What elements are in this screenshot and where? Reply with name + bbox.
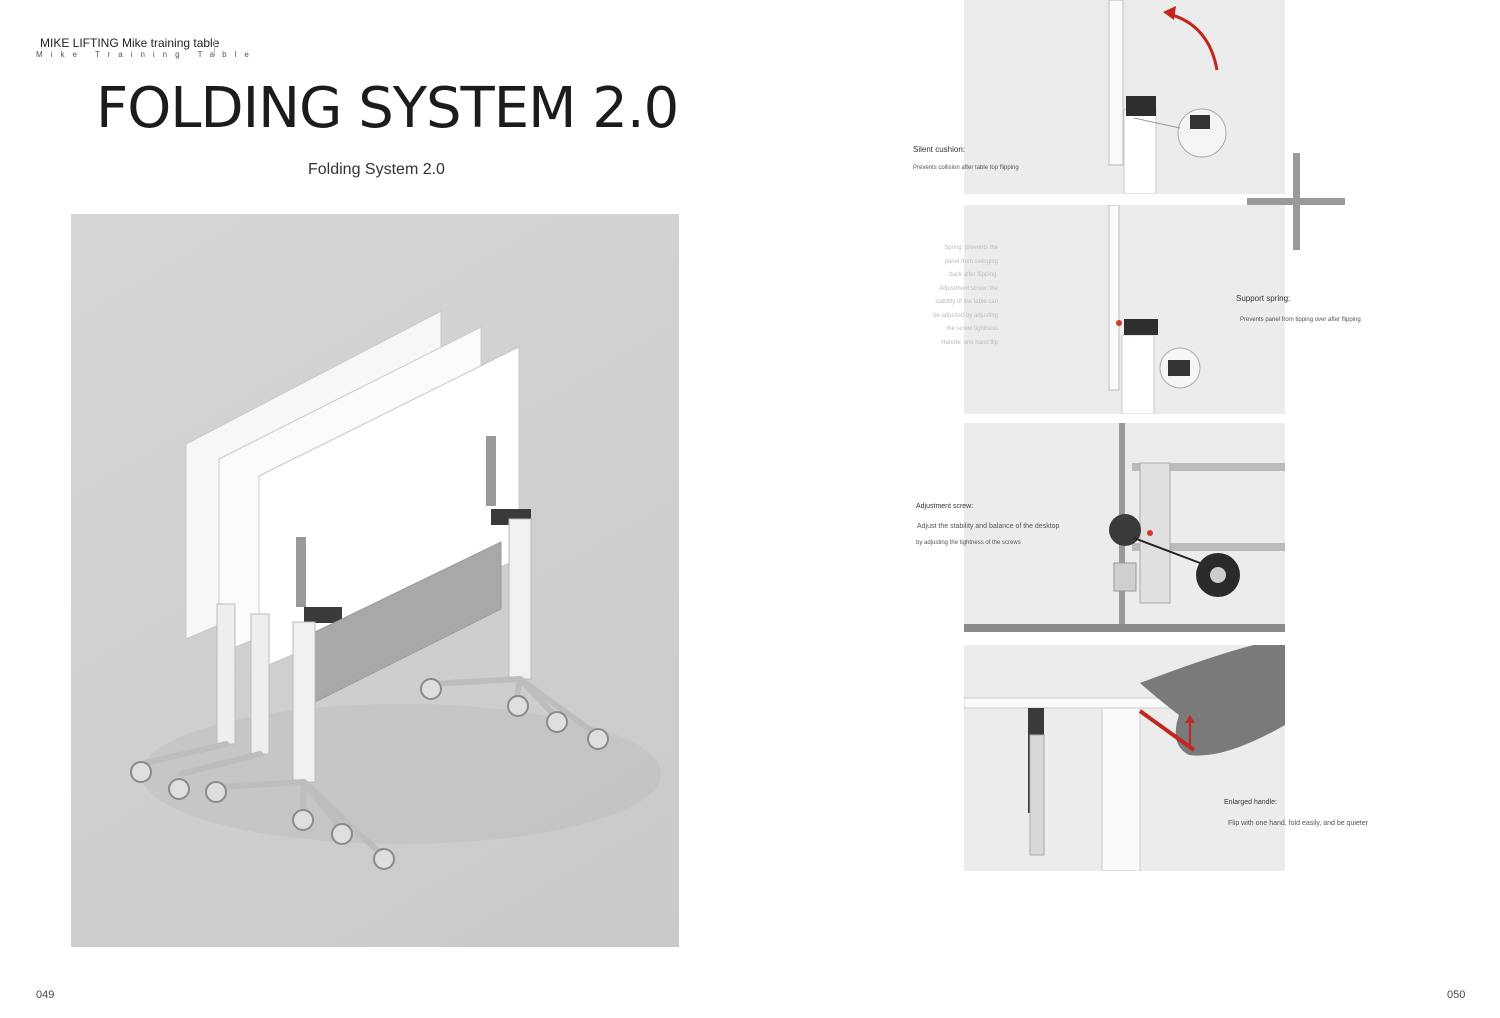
faded-line: stability of the table can <box>935 299 998 305</box>
page-title: FOLDING SYSTEM 2.0 <box>96 76 679 141</box>
faded-line: the screw tightness <box>946 326 998 332</box>
feature-title-support-spring: Support spring: <box>1236 294 1291 303</box>
faded-line: be adjusted by adjusting <box>933 312 998 319</box>
brand-name: MIKE LIFTING Mike training table <box>40 36 220 50</box>
page-number-left: 049 <box>36 989 55 1001</box>
feature-title-silent-cushion: Silent cushion: <box>913 145 966 154</box>
detail-photo-adjustment-screw <box>964 423 1285 632</box>
faded-text-block: Spring: prevents the panel from swinging… <box>900 245 998 353</box>
faded-line: Adjustment screw: the <box>938 285 998 292</box>
feature-title-enlarged-handle: Enlarged handle: <box>1224 799 1277 806</box>
detail-photo-enlarged-handle <box>964 645 1285 871</box>
page-number-right: 050 <box>1447 989 1466 1001</box>
detail-photo-silent-cushion <box>964 0 1285 194</box>
feature-title-adjustment-screw: Adjustment screw: <box>916 503 974 510</box>
feature-desc-adjustment-screw: Adjust the stability and balance of the … <box>917 523 1060 530</box>
feature-desc-enlarged-handle: Flip with one hand, fold easily, and be … <box>1228 820 1368 827</box>
feature-desc-silent-cushion: Prevents collision after table top flipp… <box>913 165 1019 171</box>
faded-line: Spring: prevents the <box>944 245 998 251</box>
faded-line: back after flipping. <box>949 272 998 278</box>
page-subtitle: Folding System 2.0 <box>308 161 445 178</box>
feature-desc2-adjustment-screw: by adjusting the tightness of the screws <box>916 540 1021 546</box>
detail-photo-support-spring <box>964 205 1285 414</box>
brand-subtitle: Mike Training Table <box>36 50 257 59</box>
folding-tables-illustration <box>130 310 661 870</box>
cross-mark-horizontal <box>1247 198 1345 205</box>
faded-line: Handle: one hand flip <box>941 339 998 346</box>
feature-desc-support-spring: Prevents panel from tipping over after f… <box>1240 317 1361 323</box>
faded-line: panel from swinging <box>944 258 998 265</box>
product-photo <box>71 214 679 947</box>
divider <box>214 38 215 56</box>
